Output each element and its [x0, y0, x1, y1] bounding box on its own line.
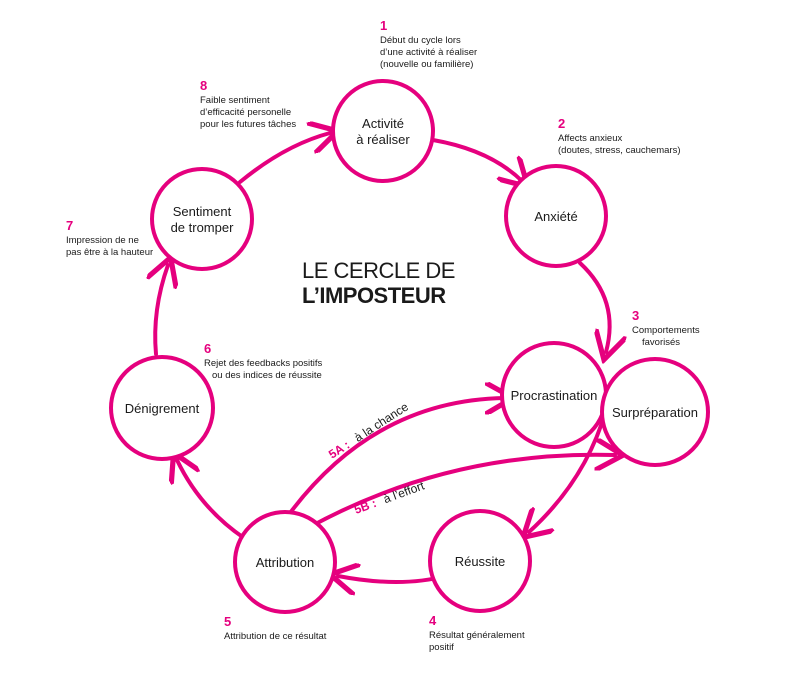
step-desc-line: Comportements: [632, 325, 700, 336]
arrow-attribution-to-procrastination: [288, 398, 505, 515]
node-circle: [600, 357, 710, 467]
step-desc-line: Affects anxieux: [558, 133, 623, 144]
arrow-sentiment-to-activite: [238, 133, 330, 184]
step-number: 3: [632, 308, 639, 323]
arrow-surpreparation-to-reussite: [529, 408, 608, 532]
node-circle: [504, 164, 608, 268]
step-desc-line: d’efficacité personelle: [200, 107, 291, 118]
arrow-attribution-to-surpreparation: [306, 455, 615, 530]
title-line2: L’IMPOSTEUR: [302, 283, 446, 308]
step-desc-line: (nouvelle ou familière): [380, 59, 473, 70]
arrow-anxiete-to-procrastination: [578, 261, 610, 352]
branch-5b-text: 5B : à l’effort: [352, 476, 428, 517]
step-desc-line: Faible sentiment: [200, 95, 270, 106]
node-procrastination: Procrastination: [500, 341, 608, 449]
node-anxiete: Anxiété: [504, 164, 608, 268]
node-label-line1: Sentiment: [173, 204, 232, 219]
node-label-line2: de tromper: [171, 220, 235, 235]
step-6-annotation: 6 Rejet des feedbacks positifs ou des in…: [204, 341, 323, 381]
step-number: 2: [558, 116, 565, 131]
step-2-annotation: 2 Affects anxieux (doutes, stress, cauch…: [558, 116, 681, 156]
node-activite: Activité à réaliser: [331, 79, 435, 183]
node-label: Anxiété: [534, 209, 577, 224]
step-desc-line: Début du cycle lors: [380, 35, 461, 46]
arrow-attribution-to-denigrement: [177, 460, 246, 540]
step-4-annotation: 4 Résultat généralement positif: [429, 613, 525, 653]
step-desc-line: positif: [429, 642, 454, 653]
step-desc-line: pas être à la hauteur: [66, 247, 153, 258]
step-desc-line: d’une activité à réaliser: [380, 47, 477, 58]
node-label: Dénigrement: [125, 401, 200, 416]
node-circle: [331, 79, 435, 183]
step-desc-line: Résultat généralement: [429, 630, 525, 641]
node-circle: [109, 355, 215, 461]
step-number: 8: [200, 78, 207, 93]
branch-5b-code: 5B :: [352, 496, 378, 517]
node-circle: [428, 509, 532, 613]
step-number: 7: [66, 218, 73, 233]
node-label: Attribution: [256, 555, 315, 570]
node-label: Procrastination: [511, 388, 598, 403]
node-denigrement: Dénigrement: [109, 355, 215, 461]
step-1-annotation: 1 Début du cycle lors d’une activité à r…: [380, 18, 477, 70]
step-7-annotation: 7 Impression de ne pas être à la hauteur: [66, 218, 153, 258]
branch-5a-text: 5A : à la chance: [325, 398, 412, 463]
arrow-reussite-to-attribution: [338, 576, 448, 582]
title-line1: LE CERCLE DE: [302, 258, 455, 283]
step-number: 4: [429, 613, 437, 628]
step-desc-line: Attribution de ce résultat: [224, 631, 327, 642]
step-number: 6: [204, 341, 211, 356]
node-circle: [233, 510, 337, 614]
arrow-activite-to-anxiete: [431, 138, 522, 181]
node-label: Surpréparation: [612, 405, 698, 420]
step-desc-line: favorisés: [642, 337, 680, 348]
step-3-annotation: 3 Comportements favorisés: [632, 308, 700, 348]
step-desc-line: Rejet des feedbacks positifs: [204, 358, 323, 369]
branch-5a-label: 5A : à la chance: [325, 398, 412, 463]
step-desc-line: (doutes, stress, cauchemars): [558, 145, 681, 156]
connectors: [155, 133, 615, 582]
branch-5b-label: 5B : à l’effort: [352, 476, 428, 517]
step-desc-line: Impression de ne: [66, 235, 139, 246]
node-sentiment: Sentiment de tromper: [150, 167, 254, 271]
step-8-annotation: 8 Faible sentiment d’efficacité personel…: [200, 78, 296, 130]
node-label: Réussite: [455, 554, 506, 569]
step-desc-line: ou des indices de réussite: [212, 370, 322, 381]
node-attribution: Attribution: [233, 510, 337, 614]
node-reussite: Réussite: [428, 509, 532, 613]
step-number: 5: [224, 614, 231, 629]
step-5-annotation: 5 Attribution de ce résultat: [224, 614, 327, 642]
diagram-title: LE CERCLE DE L’IMPOSTEUR: [302, 258, 455, 308]
node-circle: [150, 167, 254, 271]
arrow-denigrement-to-sentiment: [155, 265, 168, 356]
node-label-line1: Activité: [362, 116, 404, 131]
node-surpreparation: Surpréparation: [600, 357, 710, 467]
node-label-line2: à réaliser: [356, 132, 410, 147]
branch-5b-description: à l’effort: [381, 478, 426, 506]
step-number: 1: [380, 18, 387, 33]
step-desc-line: pour les futures tâches: [200, 119, 296, 130]
